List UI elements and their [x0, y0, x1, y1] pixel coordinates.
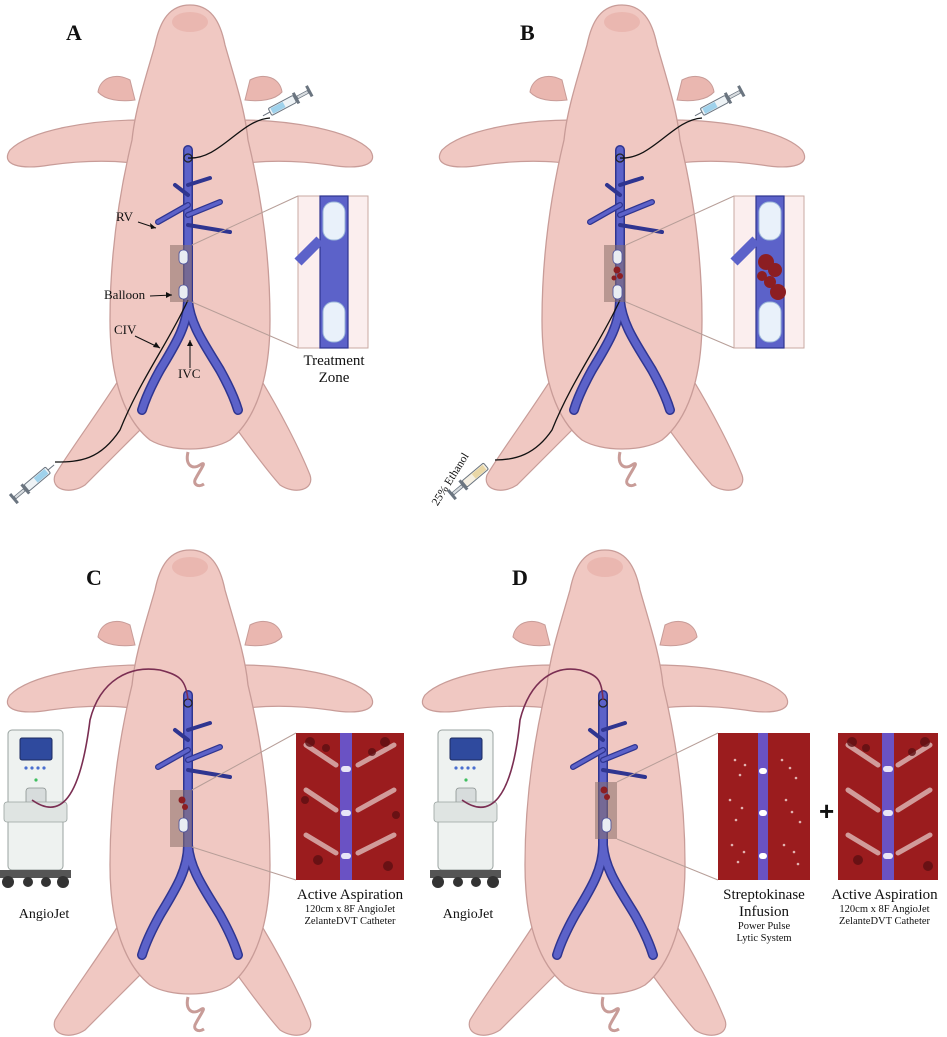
plus-sign: +	[819, 796, 835, 826]
panel-b	[437, 3, 807, 501]
label-balloon: Balloon	[104, 287, 146, 302]
streptokinase-line1: Power Pulse	[737, 921, 791, 932]
angiojet-label-d: AngioJet	[442, 907, 494, 922]
label-civ: CIV	[114, 322, 137, 337]
treatment-zone-line1: Treatment	[303, 353, 365, 369]
aspiration-caption-d: Active Aspiration 120cm x 8F AngioJet Ze…	[822, 887, 947, 928]
panel-c-letter: C	[86, 565, 102, 590]
streptokinase-caption: Streptokinase Infusion Power Pulse Lytic…	[704, 887, 824, 945]
aspiration-caption-c: Active Aspiration 120cm x 8F AngioJet Ze…	[278, 887, 422, 928]
streptokinase-title2: Infusion	[739, 904, 789, 920]
treatment-zone-line2: Zone	[318, 370, 350, 386]
panel-a	[5, 3, 375, 505]
aspiration-title-d: Active Aspiration	[831, 887, 938, 903]
aspiration-line2-c: ZelanteDVT Catheter	[304, 916, 396, 927]
treatment-zone-caption: Treatment Zone	[296, 353, 372, 387]
streptokinase-line2: Lytic System	[736, 933, 792, 944]
panel-c	[0, 548, 404, 1037]
label-rv: RV	[116, 209, 134, 224]
streptokinase-title1: Streptokinase	[723, 887, 805, 903]
label-ivc: IVC	[178, 366, 201, 381]
panel-a-letter: A	[66, 20, 82, 45]
angiojet-label-c: AngioJet	[18, 907, 70, 922]
aspiration-line1-c: 120cm x 8F AngioJet	[304, 904, 396, 915]
panel-d-letter: D	[512, 565, 528, 590]
panel-d	[420, 548, 938, 1037]
aspiration-title-c: Active Aspiration	[296, 887, 404, 903]
aspiration-line2-d: ZelanteDVT Catheter	[838, 916, 931, 927]
aspiration-line1-d: 120cm x 8F AngioJet	[839, 904, 930, 915]
panel-b-letter: B	[520, 20, 535, 45]
